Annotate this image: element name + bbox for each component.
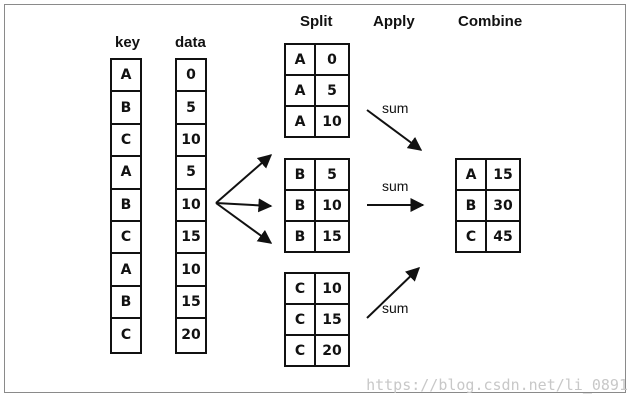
group-key-cell: C	[284, 334, 316, 367]
key-header: key	[115, 34, 141, 51]
split-arrow-c	[215, 202, 273, 244]
group-key-cell: A	[284, 105, 316, 138]
data-cell: 10	[177, 125, 205, 158]
key-cell: C	[112, 222, 140, 255]
result-key-cell: A	[455, 158, 487, 191]
data-cell: 10	[177, 190, 205, 222]
split-arrow-b	[215, 198, 273, 213]
split-arrow-a	[215, 154, 273, 204]
group-key-cell: A	[284, 74, 316, 107]
data-cell: 5	[177, 92, 205, 125]
group-value-cell: 5	[314, 158, 350, 191]
data-cell: 0	[177, 60, 205, 93]
group-value-cell: 20	[314, 334, 350, 367]
combine-header: Combine	[458, 13, 523, 30]
group-key-cell: A	[284, 43, 316, 76]
data-cell: 5	[177, 157, 205, 190]
apply-label-c: sum	[382, 300, 409, 316]
apply-header: Apply	[373, 13, 415, 30]
result-value-cell: 45	[485, 220, 521, 253]
data-cell: 15	[177, 222, 205, 255]
key-cell: B	[112, 190, 140, 222]
apply-arrow-c	[366, 267, 421, 319]
group-value-cell: 10	[314, 105, 350, 138]
key-cell: B	[112, 287, 140, 320]
data-column: 0 5 10 5 10 15 10 15 20	[175, 58, 207, 354]
apply-label-a: sum	[382, 100, 409, 116]
watermark: https://blog.csdn.net/li_0891	[366, 376, 628, 394]
apply-label-b: sum	[382, 178, 409, 194]
apply-arrow-a	[366, 109, 423, 151]
key-cell: A	[112, 60, 140, 93]
data-cell: 10	[177, 254, 205, 287]
data-header: data	[175, 34, 206, 51]
group-key-cell: C	[284, 303, 316, 336]
result-value-cell: 30	[485, 189, 521, 222]
key-cell: C	[112, 125, 140, 158]
split-header: Split	[300, 13, 333, 30]
key-cell: B	[112, 92, 140, 125]
data-cell: 15	[177, 287, 205, 320]
key-cell: A	[112, 157, 140, 190]
key-column: A B C A B C A B C	[110, 58, 142, 354]
key-cell: A	[112, 254, 140, 287]
result-value-cell: 15	[485, 158, 521, 191]
key-cell: C	[120, 327, 132, 344]
result-key-cell: C	[455, 220, 487, 253]
group-key-cell: B	[284, 220, 316, 253]
group-value-cell: 5	[314, 74, 350, 107]
group-value-cell: 15	[314, 220, 350, 253]
group-value-cell: 15	[314, 303, 350, 336]
group-key-cell: B	[284, 189, 316, 222]
group-key-cell: B	[284, 158, 316, 191]
group-value-cell: 10	[314, 189, 350, 222]
group-value-cell: 0	[314, 43, 350, 76]
group-value-cell: 10	[314, 272, 350, 305]
group-key-cell: C	[284, 272, 316, 305]
data-cell: 20	[181, 327, 201, 344]
result-key-cell: B	[455, 189, 487, 222]
